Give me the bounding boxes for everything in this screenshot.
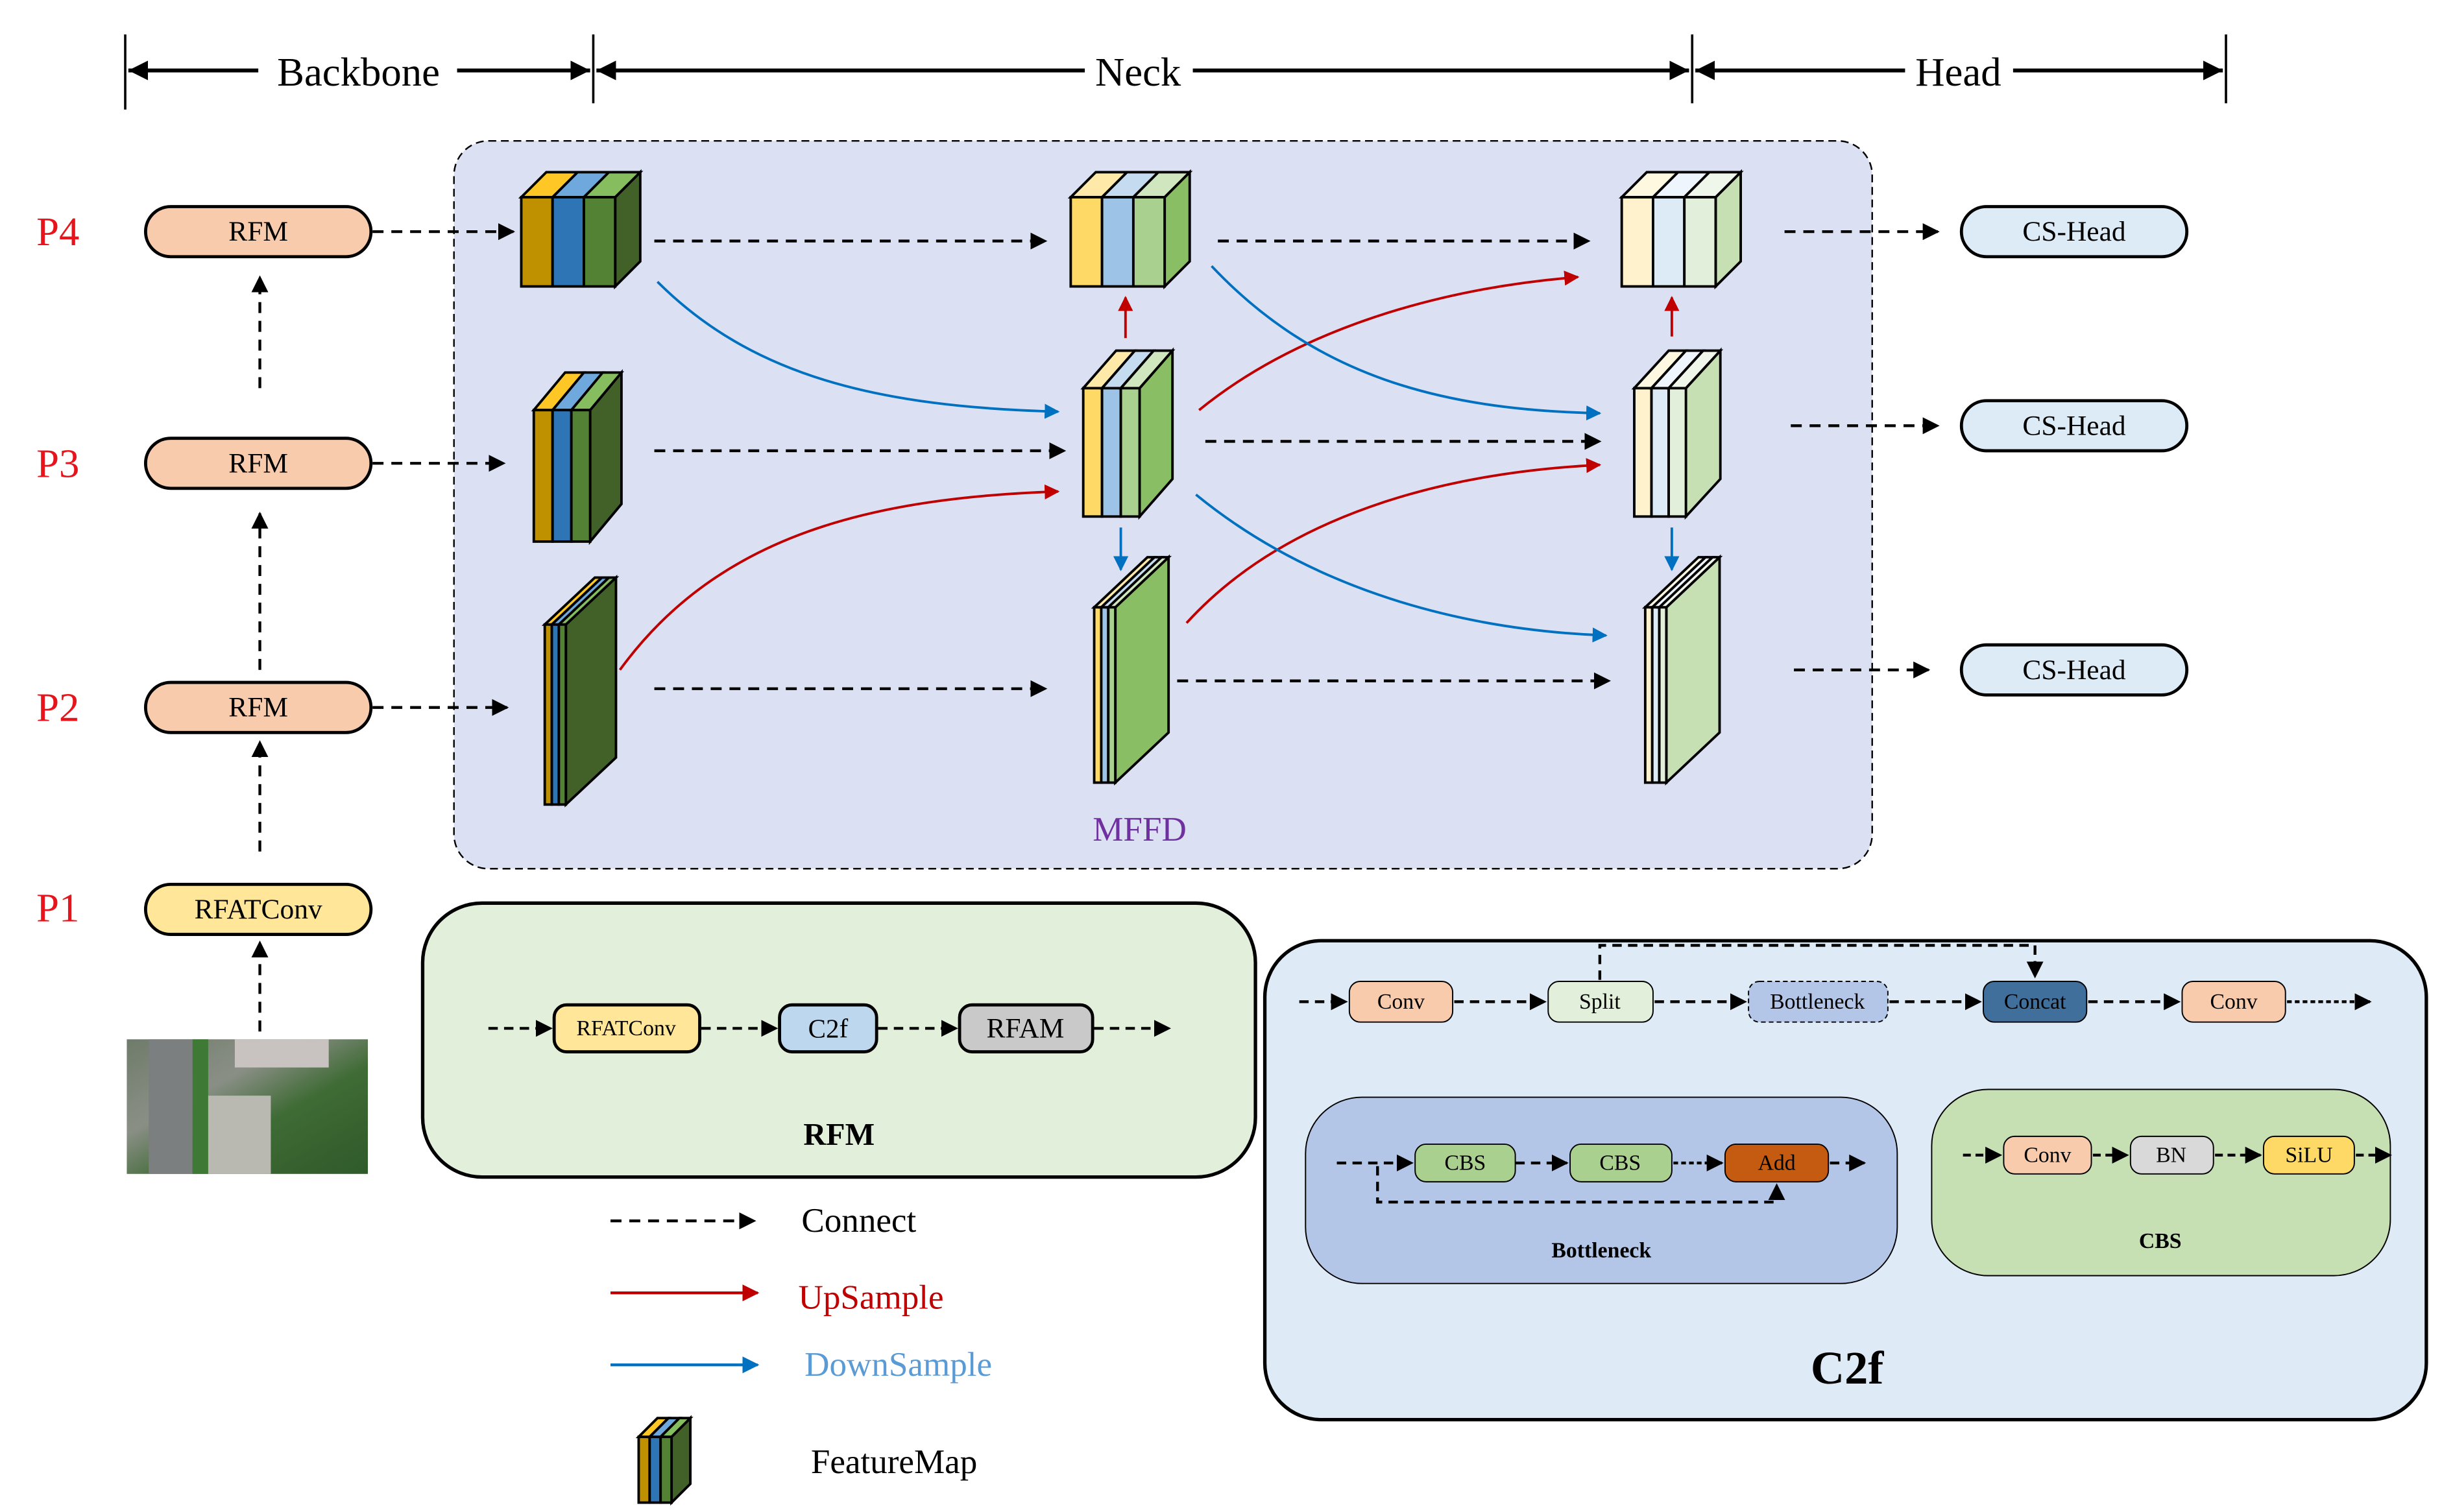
bottleneck-block-cbs-2[interactable]: CBS xyxy=(1569,1143,1673,1182)
level-label-p4: P4 xyxy=(36,209,79,254)
c2f-panel-title: C2f xyxy=(1811,1342,1884,1394)
section-label-backbone: Backbone xyxy=(277,49,440,95)
cbs-subpanel-title: CBS xyxy=(2139,1229,2182,1253)
cbs-block-label: BN xyxy=(2156,1143,2186,1167)
section-label-head: Head xyxy=(1915,49,2001,95)
c2f-block-bottleneck[interactable]: Bottleneck xyxy=(1748,981,1889,1023)
bottleneck-block-add[interactable]: Add xyxy=(1724,1143,1830,1182)
rfm-block-rfam[interactable]: RFAM xyxy=(958,1003,1094,1053)
featuremap-backbone-p4 xyxy=(518,169,644,290)
rfm-panel: RFATConv C2f RFAM RFM xyxy=(420,901,1257,1179)
rfm-block-label: RFATConv xyxy=(577,1016,676,1040)
featuremap-neck-mid-p2 xyxy=(1091,554,1172,786)
section-label-neck: Neck xyxy=(1095,49,1181,95)
backbone-node-label: RFM xyxy=(228,216,288,247)
featuremap-backbone-p3 xyxy=(531,368,625,546)
featuremap-neck-out-p2 xyxy=(1642,554,1723,786)
head-node-p2[interactable]: CS-Head xyxy=(1959,643,2189,697)
head-node-label: CS-Head xyxy=(2022,654,2125,686)
level-label-p1: P1 xyxy=(36,885,79,931)
backbone-node-label: RFM xyxy=(228,448,288,479)
backbone-node-label: RFATConv xyxy=(195,894,322,925)
cbs-block-label: Conv xyxy=(2024,1143,2071,1167)
cbs-block-bn[interactable]: BN xyxy=(2129,1135,2214,1175)
c2f-block-label: Bottleneck xyxy=(1770,990,1865,1014)
cbs-subpanel: Conv BN SiLU CBS xyxy=(1931,1088,2392,1277)
c2f-block-conv-in[interactable]: Conv xyxy=(1348,981,1454,1023)
mffd-region xyxy=(453,139,1873,870)
cbs-block-label: SiLU xyxy=(2285,1143,2332,1167)
featuremap-neck-out-p4 xyxy=(1619,169,1744,290)
c2f-panel: Conv Split Bottleneck Concat Conv xyxy=(1263,939,2428,1422)
head-node-label: CS-Head xyxy=(2022,410,2125,441)
head-node-label: CS-Head xyxy=(2022,216,2125,247)
mffd-label: MFFD xyxy=(1093,811,1187,848)
cbs-block-conv[interactable]: Conv xyxy=(2003,1135,2092,1175)
legend-featuremap-label: FeatureMap xyxy=(811,1443,977,1481)
head-node-p3[interactable]: CS-Head xyxy=(1959,399,2189,453)
feature-maps xyxy=(518,169,1744,808)
bottleneck-subpanel: CBS CBS Add Bottleneck xyxy=(1305,1096,1898,1284)
rfm-block-c2f[interactable]: C2f xyxy=(778,1003,878,1053)
rfm-block-label: C2f xyxy=(808,1013,849,1043)
backbone-node-p1[interactable]: RFATConv xyxy=(143,882,373,936)
backbone-node-p3[interactable]: RFM xyxy=(143,437,373,490)
bottleneck-block-label: CBS xyxy=(1599,1151,1641,1175)
level-label-p2: P2 xyxy=(36,685,79,730)
legend-featuremap-block xyxy=(635,1415,694,1506)
upsample-connections xyxy=(618,270,1680,671)
head-node-p4[interactable]: CS-Head xyxy=(1959,205,2189,259)
backbone-to-neck-connections xyxy=(372,223,516,716)
rfm-block-label: RFAM xyxy=(986,1013,1064,1044)
cbs-block-silu[interactable]: SiLU xyxy=(2262,1135,2355,1175)
legend-featuremap-icon xyxy=(635,1415,694,1506)
section-ruler: Backbone Neck Head xyxy=(124,34,2227,110)
bottleneck-block-label: CBS xyxy=(1444,1151,1486,1175)
bottleneck-subpanel-title: Bottleneck xyxy=(1551,1239,1651,1263)
backbone-node-p4[interactable]: RFM xyxy=(143,205,373,259)
featuremap-neck-mid-p4 xyxy=(1067,169,1193,290)
downsample-connections xyxy=(657,265,1680,643)
c2f-block-concat[interactable]: Concat xyxy=(1983,981,2088,1023)
c2f-block-label: Concat xyxy=(2004,990,2066,1014)
bottleneck-block-cbs-1[interactable]: CBS xyxy=(1414,1143,1516,1182)
legend: Connect UpSample DownSample FeatureMap xyxy=(610,1202,992,1506)
legend-upsample-label: UpSample xyxy=(799,1278,944,1316)
featuremap-neck-mid-p3 xyxy=(1080,347,1176,520)
legend-downsample-label: DownSample xyxy=(804,1346,992,1384)
backbone-node-p2[interactable]: RFM xyxy=(143,680,373,734)
c2f-block-split[interactable]: Split xyxy=(1547,981,1654,1023)
c2f-block-label: Conv xyxy=(1377,990,1425,1014)
neck-connections xyxy=(654,223,1940,697)
level-label-p3: P3 xyxy=(36,440,79,486)
rfm-panel-title: RFM xyxy=(803,1118,875,1152)
featuremap-neck-out-p3 xyxy=(1631,347,1724,520)
legend-connect-label: Connect xyxy=(801,1202,916,1240)
input-aerial-image xyxy=(127,1039,369,1174)
backbone-node-label: RFM xyxy=(228,692,288,723)
featuremap-backbone-p2 xyxy=(541,574,620,808)
c2f-block-label: Conv xyxy=(2210,990,2258,1014)
rfm-block-rfatconv[interactable]: RFATConv xyxy=(552,1003,701,1053)
bottleneck-block-label: Add xyxy=(1758,1151,1795,1175)
c2f-block-label: Split xyxy=(1579,990,1621,1014)
c2f-block-conv-out[interactable]: Conv xyxy=(2181,981,2286,1023)
